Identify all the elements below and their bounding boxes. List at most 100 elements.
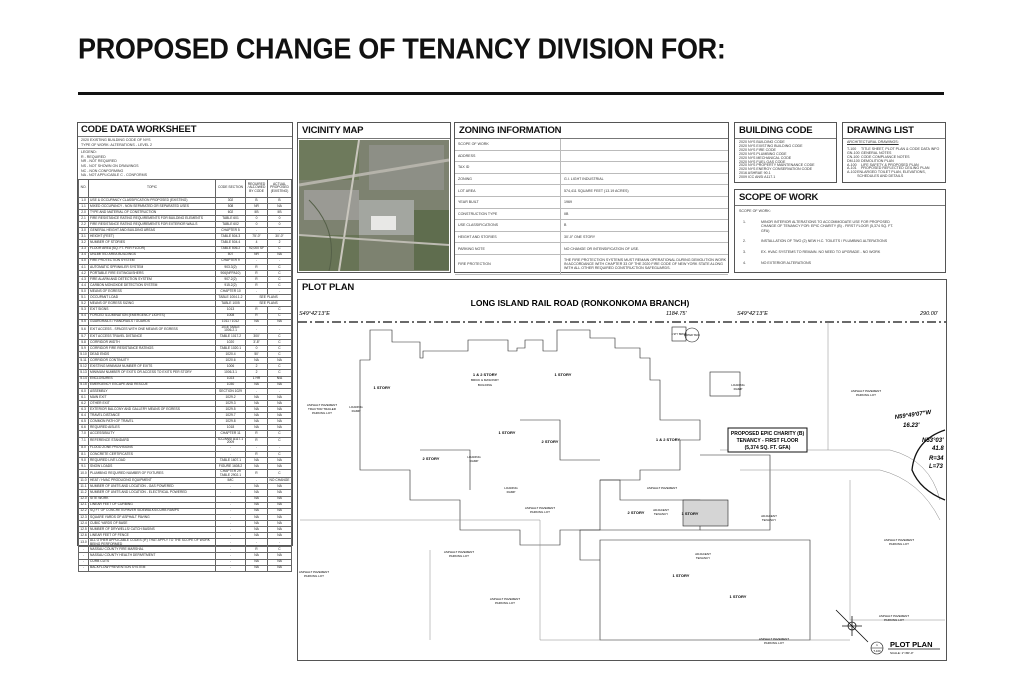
table-cell: 13.0 (78, 538, 89, 548)
table-cell: - (267, 538, 292, 548)
scope-text: INSTALLATION OF TWO (2) NEW H.C. TOILETS… (761, 239, 888, 244)
zoning-key: HEIGHT AND STORIES (458, 235, 497, 240)
page-title: PROPOSED CHANGE OF TENANCY DIVISION FOR: (78, 33, 726, 65)
table-cell: NA (267, 564, 292, 572)
zoning-key: ZONING (458, 177, 472, 182)
table-cell: C (267, 436, 292, 446)
drawing-number: A-102 (847, 170, 857, 175)
column-header: TOPIC (88, 178, 216, 198)
drawing-title: DEMOLITION PLAN (861, 158, 894, 163)
scope-header: SCOPE OF WORK (735, 190, 945, 206)
table-cell: - (215, 538, 246, 548)
vicinity-map-panel: VICINITY MAP (297, 122, 451, 273)
code-data-worksheet: CODE DATA WORKSHEET 2020 EXISTING BUILDI… (77, 122, 293, 572)
table-cell: REFERENCE STANDARD (88, 436, 216, 446)
code-data-intro-line: TYPE OF WORK: ALTERATIONS - LEVEL 2 (81, 142, 153, 147)
zoning-value (560, 162, 728, 173)
zoning-header: ZONING INFORMATION (455, 123, 728, 139)
zoning-key: ADDRESS (458, 153, 476, 158)
drawing-number: A-101 (847, 166, 857, 171)
drawing-number: DM-100 (847, 158, 860, 163)
table-cell: - (78, 564, 89, 572)
drawing-list-item: A-101 PROPOSED REFLECTED CEILING PLAN (847, 167, 941, 171)
scope-label: SCOPE OF WORK: (739, 209, 771, 213)
building-code-item: 2020 NYS BUILDING CODE (739, 140, 785, 144)
legend-line: NC - NON CONFORMING (81, 168, 124, 173)
drawing-title: CODE COMPLIANCE NOTES (861, 154, 910, 159)
drawing-title: PROPOSED REFLECTED CEILING PLAN (861, 166, 930, 171)
drawing-title: TITLE SHEET, PLOT PLAN & CODE DATA INFO (861, 146, 940, 151)
scope-number: 1. (743, 219, 746, 224)
table-cell: 5.6 (78, 324, 89, 334)
drawing-list-header: DRAWING LIST (843, 123, 945, 139)
zoning-key: PARKING NOTE (458, 246, 485, 251)
drawing-number: A-100 (847, 162, 857, 167)
table-cell: CHAPTER 29 TABLE 2902.1 (215, 469, 246, 479)
scope-list: SCOPE OF WORK: 1.MINOR INTERIOR ALTERATI… (735, 206, 945, 268)
drawing-title: GENERAL NOTES (861, 150, 892, 155)
zoning-key: SCOPE OF WORK (458, 142, 489, 147)
table-cell: PLUMBING REQUIRED NUMBER OF FIXTURES (88, 469, 216, 479)
building-code-item: 2020 NYS ENERGY CONSERVATION CODE (739, 167, 813, 172)
scope-number: 2. (743, 239, 746, 244)
column-header: REQUIRED / ALLOWED BY CODE (245, 178, 268, 198)
column-header: ACTUAL PROPOSED (EXISTING) (267, 178, 292, 198)
drawing-list-subheader: ARCHITECTURAL DRAWINGS: (847, 140, 899, 144)
legend-line: NR - NOT REQUIRED (81, 159, 117, 164)
building-code-header: BUILDING CODE (735, 123, 836, 139)
scope-item: 3.EX. HVAC SYSTEMS TO REMAIN. NO NEED TO… (739, 250, 941, 255)
zoning-value (560, 150, 728, 162)
legend-line: LEGEND: (81, 150, 97, 155)
column-header: CODE SECTION (215, 178, 246, 198)
vicinity-map-aerial[interactable] (299, 140, 449, 271)
table-cell: ALL OTHER APPLICABLE CODES (IF) THAT APP… (88, 538, 216, 548)
drawing-list-panel: DRAWING LIST ARCHITECTURAL DRAWINGS: T-1… (842, 122, 946, 183)
table-cell: C (267, 469, 292, 479)
drawing-number: CN-100 (847, 154, 860, 159)
zoning-row: TAX ID (455, 162, 728, 174)
zoning-row: ADDRESS (455, 150, 728, 163)
building-code-item: 2020 NYS MECHANICAL CODE (739, 155, 792, 160)
table-cell: R (245, 469, 268, 479)
plot-plan-header: PLOT PLAN (302, 282, 355, 293)
code-data-intro-line: 2020 EXISTING BUILDING CODE OF NYS (81, 138, 151, 142)
zoning-value: 1969 (560, 196, 728, 208)
building-code-item: 2020 NYS PLUMBING CODE (739, 151, 787, 156)
plot-plan-panel: PLOT PLAN (297, 279, 947, 661)
scope-number: 4. (743, 260, 746, 265)
table-cell: - (245, 538, 268, 548)
zoning-value: 30'-0" ONE STORY (560, 231, 728, 243)
zoning-information-panel: ZONING INFORMATION SCOPE OF WORK ADDRESS T… (454, 122, 729, 275)
zoning-value: B (560, 220, 728, 231)
table-cell: BACKFLOW PREVENTION SYSTEM (88, 564, 216, 572)
building-code-item: 2020 NYS EXISTING BUILDING CODE (739, 143, 803, 148)
zoning-key: TAX ID (458, 165, 470, 170)
building-code-item: 2020 NYS PROPERTY MAINTENANCE CODE (739, 163, 815, 168)
zoning-key: FIRE PROTECTION (458, 262, 491, 267)
table-cell: EXIT ACCESS - SPACES WITH ONE MEANS OF E… (88, 324, 216, 334)
vicinity-map-header: VICINITY MAP (298, 123, 450, 139)
building-code-item: 2016 ASHRAE 90.1 (739, 171, 771, 176)
